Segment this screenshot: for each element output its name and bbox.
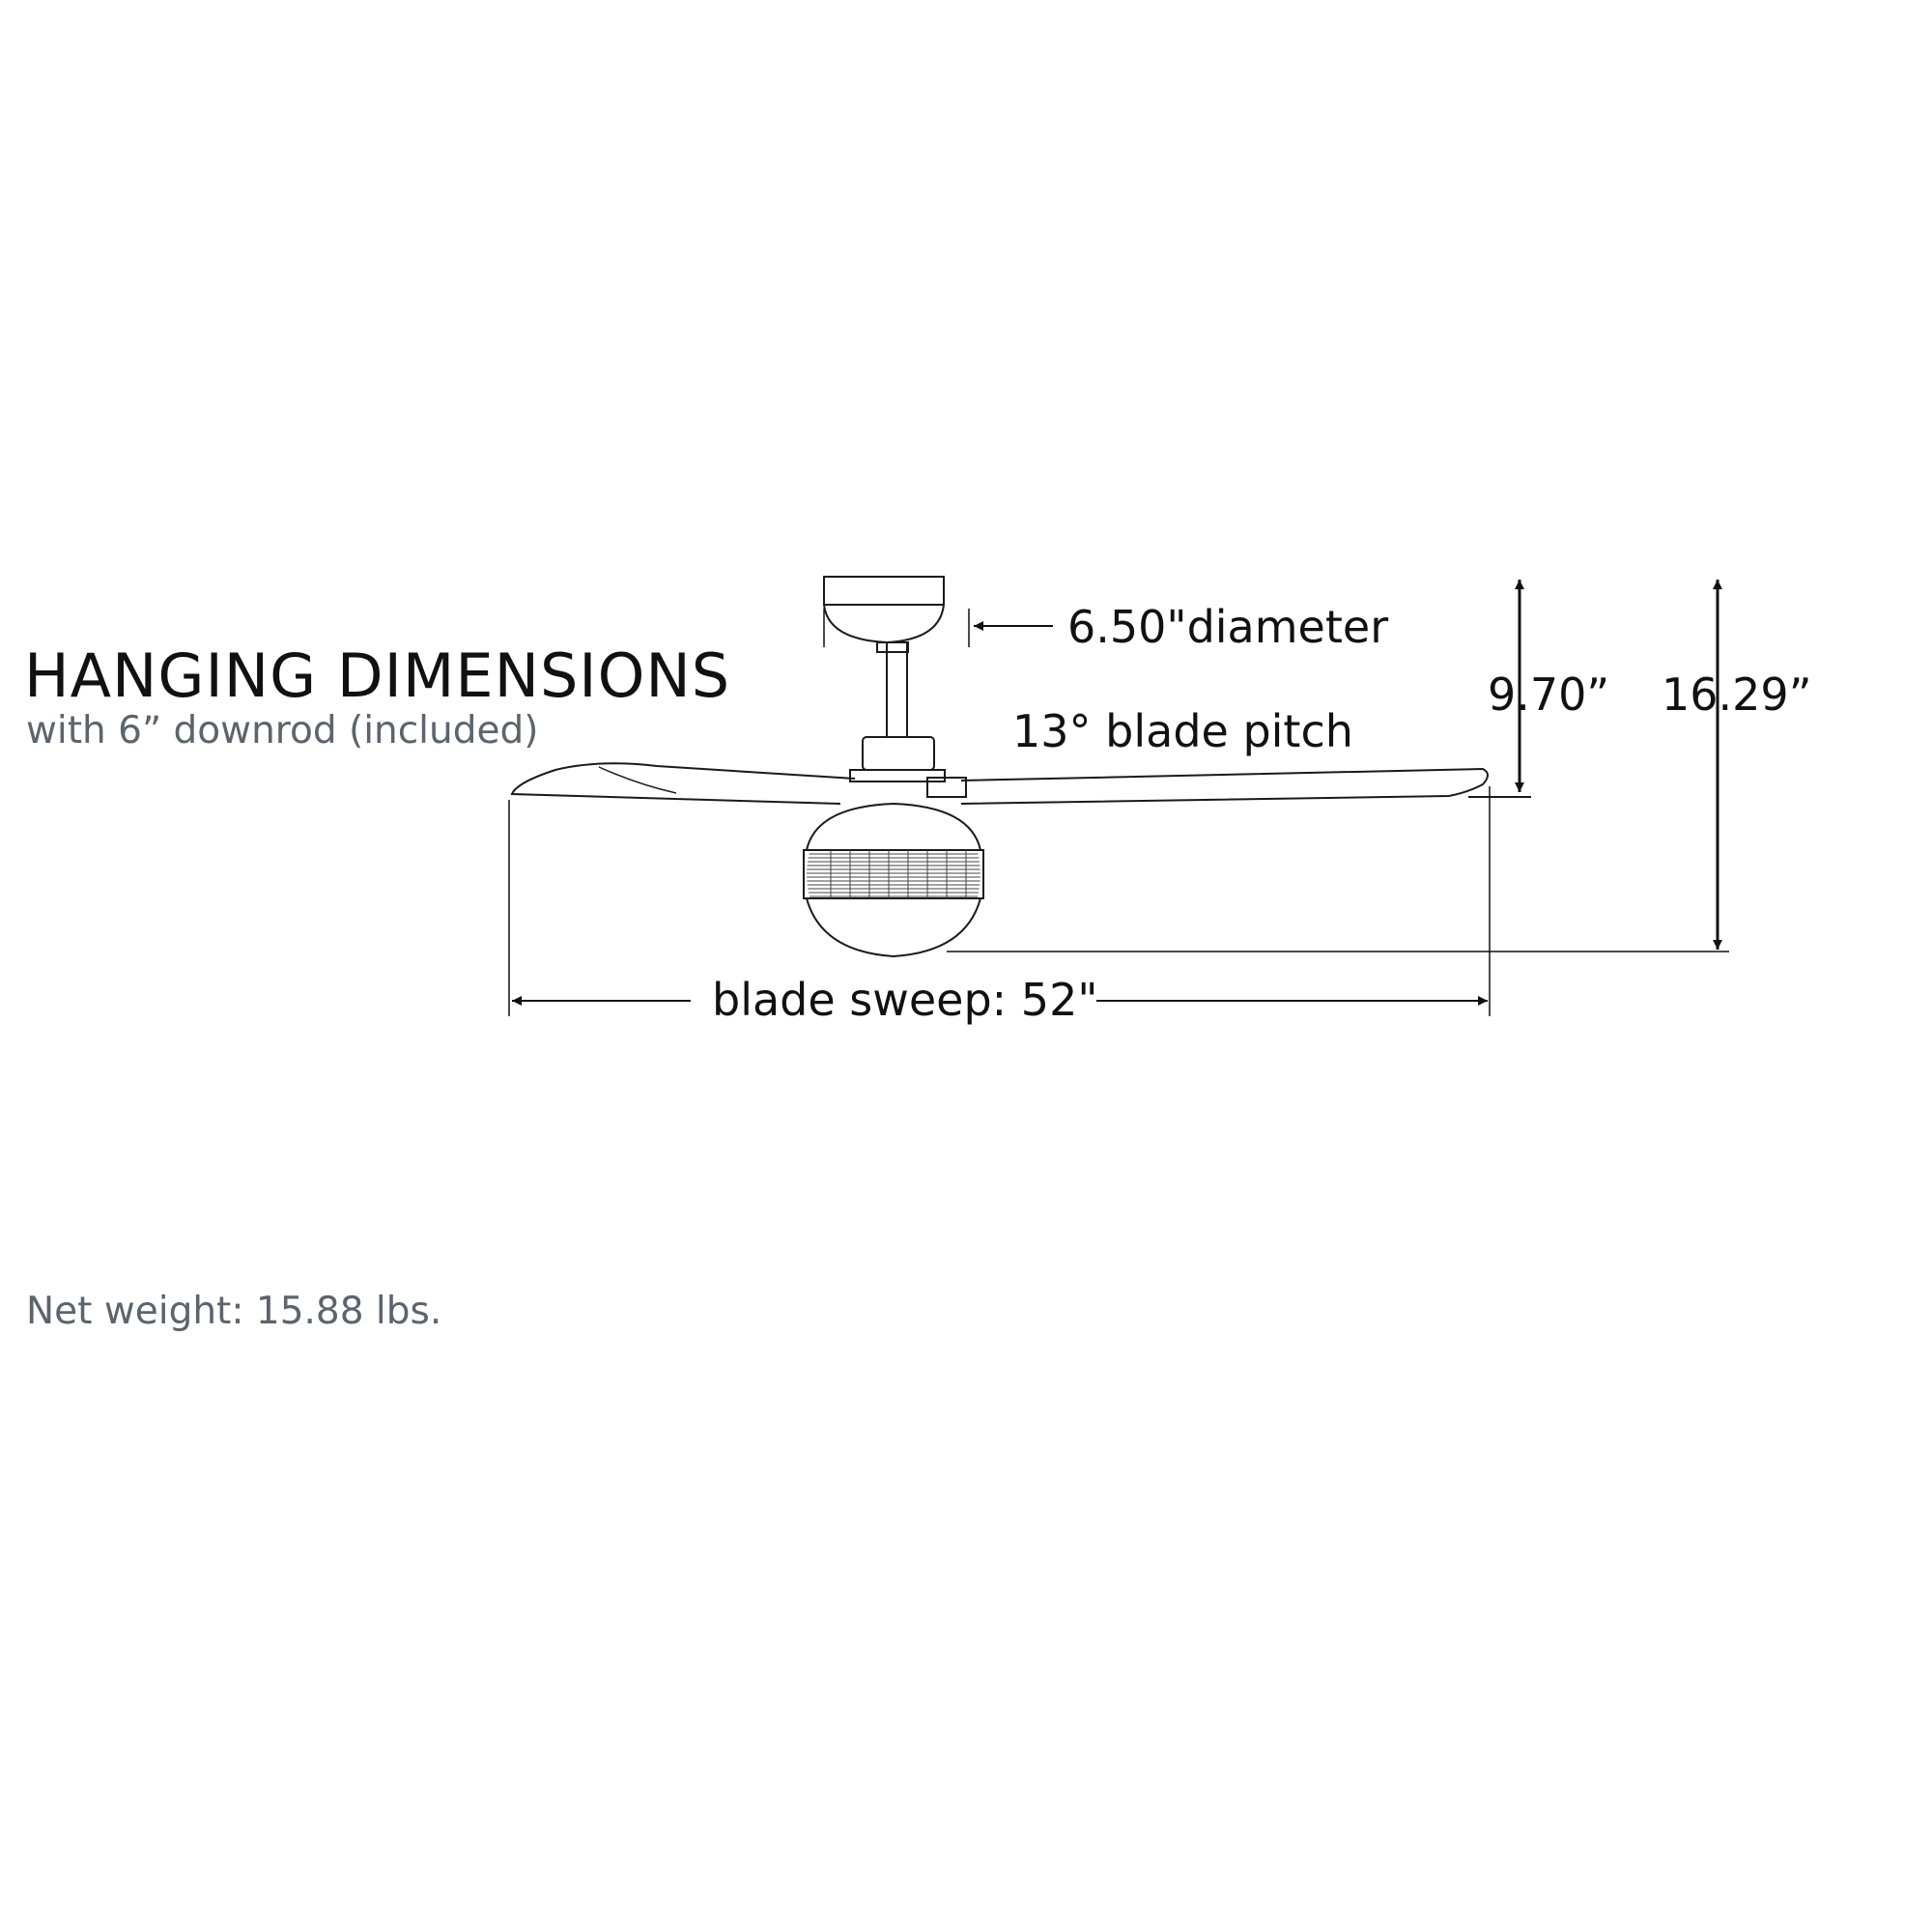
ceiling-to-blade-label: 9.70” xyxy=(1488,668,1610,721)
overall-height-label: 16.29” xyxy=(1662,668,1812,721)
page-title: HANGING DIMENSIONS xyxy=(24,640,731,711)
canopy-collar xyxy=(876,641,909,653)
canopy xyxy=(823,576,945,644)
left-blade xyxy=(510,762,856,805)
blade-iron xyxy=(926,777,967,798)
right-blade xyxy=(960,767,1489,805)
motor-housing xyxy=(862,736,935,771)
fan-drawing xyxy=(510,576,1531,958)
dimension-lines xyxy=(508,580,1729,1016)
net-weight: Net weight: 15.88 lbs. xyxy=(26,1290,442,1333)
blade-pitch-label: 13° blade pitch xyxy=(1012,705,1353,757)
page-subtitle: with 6” downrod (included) xyxy=(26,709,539,753)
light-globe xyxy=(806,802,981,851)
downrod xyxy=(886,641,908,738)
blade-sweep-label: blade sweep: 52" xyxy=(712,974,1098,1026)
canopy-diameter-label: 6.50"diameter xyxy=(1067,601,1389,653)
